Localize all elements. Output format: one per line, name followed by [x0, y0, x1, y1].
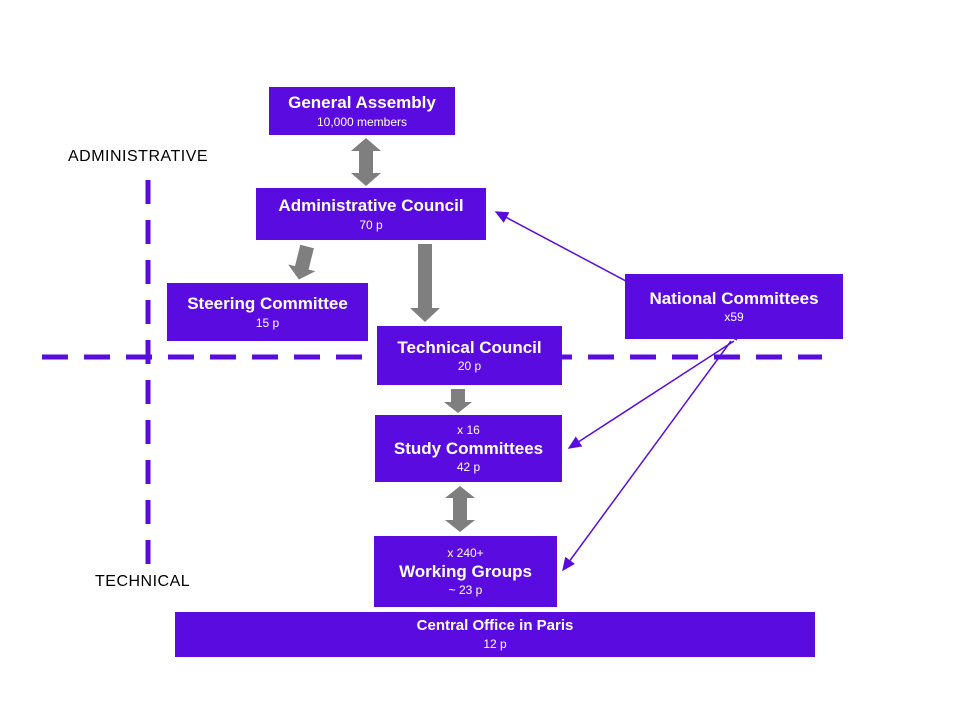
node-subtitle: 12 p [483, 636, 507, 651]
technical-section-label: TECHNICAL [95, 573, 191, 590]
node-central-office: Central Office in Paris 12 p [175, 612, 815, 657]
double-arrow-study-committees-working-groups-icon [445, 486, 475, 532]
node-title: Working Groups [399, 561, 532, 581]
node-count: x 240+ [447, 545, 484, 560]
node-count: x 16 [457, 422, 480, 437]
line-national-committees-to-working-groups [562, 340, 732, 572]
node-subtitle: 10,000 members [316, 114, 408, 129]
arrow-administrative-council-steering-committee-icon [288, 244, 316, 280]
node-technical-council: Technical Council 20 p [377, 326, 562, 385]
line-national-committees-to-study-committees [567, 340, 735, 449]
node-study-committees: x 16 Study Committees 42 p [375, 415, 562, 482]
double-arrow-general-assembly-administrative-council-icon [351, 138, 381, 186]
node-title: Study Committees [393, 438, 544, 458]
node-administrative-council: Administrative Council 70 p [256, 188, 486, 240]
node-title: Central Office in Paris [416, 617, 574, 635]
node-subtitle: 15 p [255, 315, 280, 330]
node-subtitle: 70 p [359, 217, 383, 232]
node-title: Steering Committee [187, 294, 348, 314]
node-subtitle: x59 [724, 310, 744, 325]
node-title: Administrative Council [278, 196, 464, 216]
node-subtitle: ~ 23 p [448, 583, 483, 598]
arrow-administrative-council-technical-council-icon [410, 244, 440, 322]
node-steering-committee: Steering Committee 15 p [167, 283, 368, 341]
node-subtitle: 20 p [457, 359, 482, 374]
node-title: Technical Council [397, 337, 542, 357]
node-title: General Assembly [288, 93, 436, 113]
node-title: National Committees [649, 288, 819, 308]
node-subtitle: 42 p [456, 460, 481, 475]
administrative-section-label: ADMINISTRATIVE [68, 148, 209, 165]
node-national-committees: National Committees x59 [625, 274, 843, 339]
arrow-technical-council-study-committees-icon [444, 389, 472, 413]
node-general-assembly: General Assembly 10,000 members [269, 87, 455, 135]
node-working-groups: x 240+ Working Groups ~ 23 p [374, 536, 557, 607]
